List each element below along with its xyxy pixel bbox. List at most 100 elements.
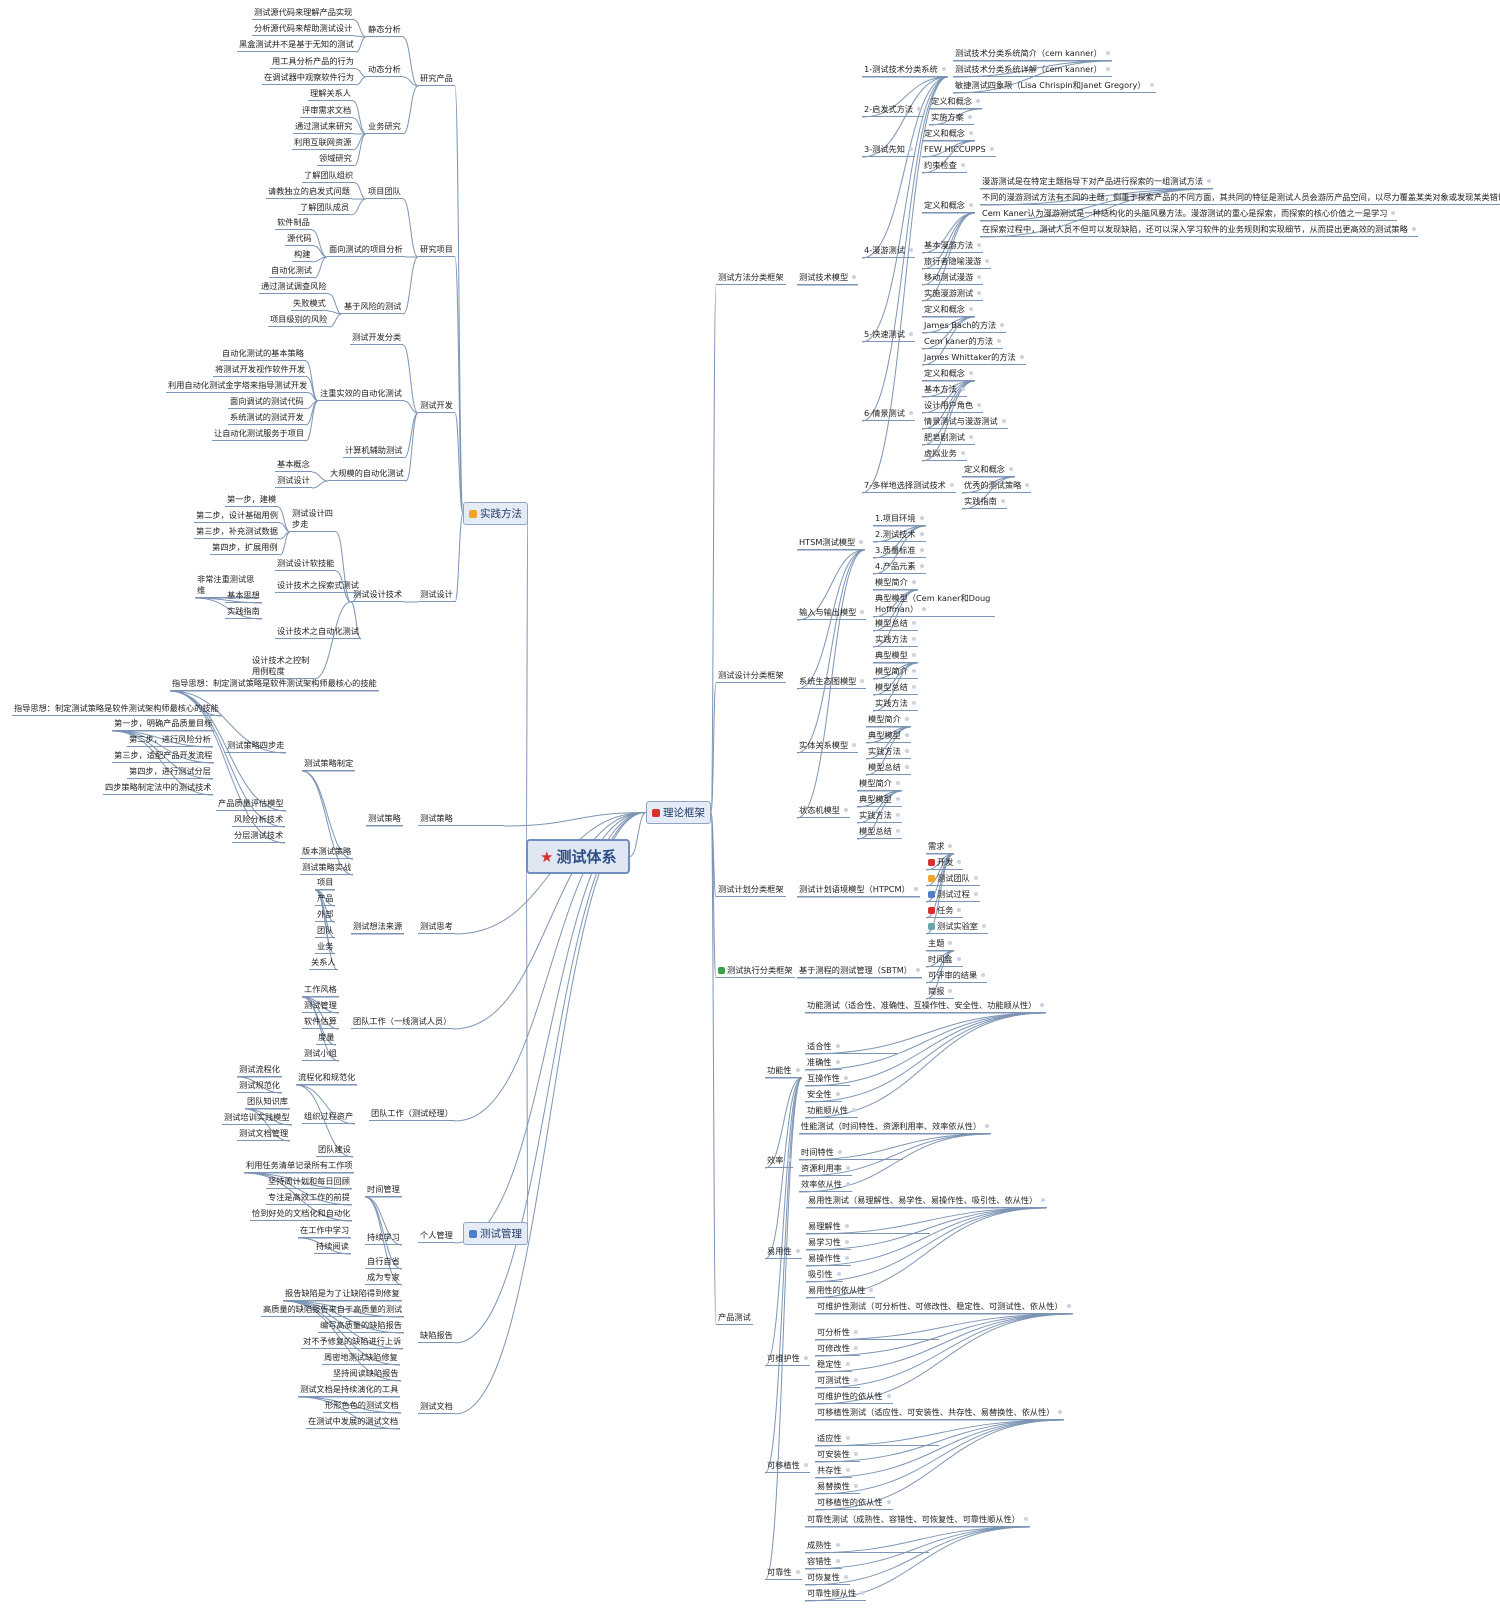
topic-node[interactable]: 研究产品 <box>418 73 455 86</box>
topic-node[interactable]: 基本方法 <box>922 384 967 397</box>
topic-node[interactable]: 准确性 <box>805 1057 842 1070</box>
topic-node[interactable]: 系统测试的测试开发 <box>228 412 306 425</box>
topic-node[interactable]: 第一步，明确产品质量目标 <box>112 718 215 731</box>
topic-node[interactable]: 自动化测试 <box>269 265 314 278</box>
expand-dot-icon[interactable] <box>795 1068 800 1072</box>
expand-dot-icon[interactable] <box>845 1362 850 1366</box>
topic-node[interactable]: 产品测试 <box>716 1312 753 1325</box>
topic-node[interactable]: 第四步，进行测试分层 <box>127 766 213 779</box>
topic-node[interactable]: Cem kaner的方法 <box>922 336 1004 349</box>
expand-dot-icon[interactable] <box>1025 483 1030 487</box>
topic-node[interactable]: 实践方法 <box>873 698 918 711</box>
expand-dot-icon[interactable] <box>844 1224 849 1228</box>
topic-node[interactable]: 持续阅读 <box>314 1241 351 1254</box>
topic-node[interactable]: 度量 <box>316 1032 337 1045</box>
topic-node[interactable]: 测试执行分类框架 <box>716 965 795 978</box>
topic-node[interactable]: 测试思考 <box>418 921 455 934</box>
topic-node[interactable]: 非常注重测试思维 <box>195 574 259 598</box>
topic-node[interactable]: 请教独立的启发式问题 <box>266 186 352 199</box>
topic-node[interactable]: 输入与输出模型 <box>797 607 867 620</box>
topic-node[interactable]: 测试技术分类系统简介（cem kanner） <box>953 48 1112 61</box>
topic-node[interactable]: 6-情景测试 <box>862 408 915 421</box>
topic-node[interactable]: 周密地测试缺陷修复 <box>322 1352 400 1365</box>
topic-node[interactable]: 组织过程资产 <box>302 1111 356 1124</box>
expand-dot-icon[interactable] <box>895 781 900 785</box>
expand-dot-icon[interactable] <box>853 1452 858 1456</box>
topic-node[interactable]: 功能性 <box>765 1065 802 1078</box>
expand-dot-icon[interactable] <box>948 941 953 945</box>
topic-node[interactable]: 时间盒 <box>926 954 963 967</box>
expand-dot-icon[interactable] <box>845 1468 850 1472</box>
topic-node[interactable]: 实践方法 <box>873 634 918 647</box>
topic-node[interactable]: 第三步，适配产品开发流程 <box>112 750 215 763</box>
topic-node[interactable]: 可移植性 <box>765 1460 810 1473</box>
expand-dot-icon[interactable] <box>956 957 961 961</box>
topic-node[interactable]: 设计用户角色 <box>922 400 984 413</box>
topic-node[interactable]: 面向测试的项目分析 <box>327 244 405 257</box>
topic-node[interactable]: 四步策略制定法中的测试技术 <box>103 782 214 795</box>
topic-node[interactable]: 第三步，补充测试数据 <box>194 526 280 539</box>
topic-node[interactable]: 任务 <box>926 905 964 918</box>
topic-node[interactable]: 业务研究 <box>366 121 403 134</box>
topic-node[interactable]: 不同的漫游测试方法有不同的主题，侧重于探索产品的不同方面，其共同的特征是测试人员… <box>980 192 1500 205</box>
topic-node[interactable]: 形形色色的测试文档 <box>323 1400 401 1413</box>
topic-node[interactable]: 测试设计分类框架 <box>716 670 786 683</box>
topic-node[interactable]: 系统生态图模型 <box>797 676 867 689</box>
topic-node[interactable]: 可分析性 <box>815 1327 939 1340</box>
topic-node[interactable]: 模型总结 <box>873 618 918 631</box>
expand-dot-icon[interactable] <box>803 1463 808 1467</box>
topic-node[interactable]: 互操作性 <box>805 1073 850 1086</box>
expand-dot-icon[interactable] <box>941 67 946 71</box>
topic-node[interactable]: 定义和概念 <box>929 96 982 109</box>
expand-dot-icon[interactable] <box>1105 67 1110 71</box>
topic-node[interactable]: 模型总结 <box>857 826 902 839</box>
topic-node[interactable]: 可评审的结果 <box>926 970 988 983</box>
topic-node[interactable]: 易用性 <box>765 1246 802 1259</box>
topic-node[interactable]: 测试文档 <box>418 1401 455 1414</box>
topic-node[interactable]: 时间特性 <box>799 1147 903 1160</box>
expand-dot-icon[interactable] <box>908 147 913 151</box>
topic-node[interactable]: 时间管理 <box>365 1184 402 1197</box>
expand-dot-icon[interactable] <box>1149 83 1154 87</box>
topic-node[interactable]: 定义和概念 <box>922 200 975 213</box>
topic-node[interactable]: 可移植性的依从性 <box>815 1497 893 1510</box>
expand-dot-icon[interactable] <box>911 685 916 689</box>
expand-dot-icon[interactable] <box>911 701 916 705</box>
topic-node[interactable]: 面向调试的测试代码 <box>228 396 306 409</box>
expand-dot-icon[interactable] <box>845 1166 850 1170</box>
main-node-management[interactable]: 测试管理 <box>463 1222 528 1245</box>
topic-node[interactable]: 漫游测试是在特定主题指导下对产品进行探索的一组测试方法 <box>980 176 1214 189</box>
topic-node[interactable]: 功能顺从性 <box>805 1105 858 1118</box>
topic-node[interactable]: 基本思想 <box>225 590 262 603</box>
expand-dot-icon[interactable] <box>917 107 922 111</box>
topic-node[interactable]: 产品 <box>315 893 336 906</box>
topic-node[interactable]: 测试计划语境模型（HTPCM） <box>797 884 920 897</box>
topic-node[interactable]: 黑盒测试并不是基于无知的测试 <box>237 39 356 52</box>
expand-dot-icon[interactable] <box>895 829 900 833</box>
expand-dot-icon[interactable] <box>948 989 953 993</box>
topic-node[interactable]: 风险分析技术 <box>232 814 286 827</box>
topic-node[interactable]: 吸引性 <box>806 1269 843 1282</box>
topic-node[interactable]: 第二步，进行风险分析 <box>127 734 213 747</box>
expand-dot-icon[interactable] <box>908 411 913 415</box>
expand-dot-icon[interactable] <box>859 540 864 544</box>
expand-dot-icon[interactable] <box>904 717 909 721</box>
expand-dot-icon[interactable] <box>904 749 909 753</box>
topic-node[interactable]: 了解团队组织 <box>302 170 356 183</box>
topic-node[interactable]: 测试计划分类框架 <box>716 884 786 897</box>
expand-dot-icon[interactable] <box>853 1484 858 1488</box>
topic-node[interactable]: 工作风格 <box>302 984 339 997</box>
expand-dot-icon[interactable] <box>977 291 982 295</box>
topic-node[interactable]: 构建 <box>292 249 313 262</box>
topic-node[interactable]: 实践指南 <box>225 606 262 619</box>
topic-node[interactable]: 稳定性 <box>815 1359 852 1372</box>
topic-node[interactable]: 测试策略实战 <box>300 862 354 875</box>
topic-node[interactable]: 可靠性测试（成熟性、容错性、可恢复性、可靠性顺从性） <box>805 1514 1030 1527</box>
topic-node[interactable]: 实践指南 <box>962 496 1007 509</box>
expand-dot-icon[interactable] <box>895 797 900 801</box>
topic-node[interactable]: 易替换性 <box>815 1481 860 1494</box>
topic-node[interactable]: 可靠性顺从性 <box>805 1588 867 1601</box>
expand-dot-icon[interactable] <box>1000 323 1005 327</box>
topic-node[interactable]: 第一步，建模 <box>225 494 279 507</box>
topic-node[interactable]: 测试方法分类框架 <box>716 272 786 285</box>
